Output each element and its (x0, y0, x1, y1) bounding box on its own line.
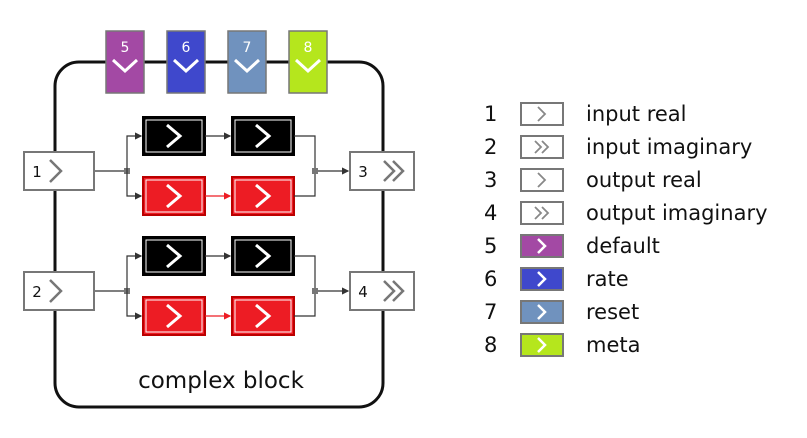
legend-number: 5 (484, 234, 498, 258)
legend-item: 7 reset (484, 297, 639, 327)
upper-black-block-2[interactable] (231, 116, 295, 156)
legend-label: output real (586, 168, 702, 192)
port-number: 1 (32, 163, 42, 181)
control-port-number: 5 (121, 40, 130, 56)
legend-item: 6 rate (484, 264, 629, 294)
chevron-right-icon (537, 106, 547, 122)
legend-number: 1 (484, 102, 498, 126)
chevron-right-icon (166, 123, 183, 149)
legend-item: 2 input imaginary (484, 132, 752, 162)
upper-black-block-1[interactable] (142, 116, 206, 156)
lower-red-block-2[interactable] (231, 296, 295, 336)
legend-label: reset (586, 300, 640, 324)
legend-item: 8 meta (484, 330, 640, 360)
legend-swatch (520, 333, 564, 357)
legend-swatch (520, 234, 564, 258)
legend-label: input real (586, 102, 687, 126)
port-number: 2 (32, 283, 42, 301)
control-port-number: 6 (182, 40, 191, 56)
chevron-right-icon (255, 183, 272, 209)
chevron-right-icon (166, 183, 183, 209)
legend-number: 2 (484, 135, 498, 159)
legend-number: 4 (484, 201, 498, 225)
legend-swatch (520, 267, 564, 291)
complex-block-outline (53, 60, 385, 409)
legend-swatch (520, 102, 564, 126)
lower-black-block-2[interactable] (231, 236, 295, 276)
upper-red-block-1[interactable] (142, 176, 206, 216)
legend-label: default (586, 234, 660, 258)
chevron-right-icon (49, 159, 63, 183)
output-port-3[interactable]: 3 (349, 151, 415, 191)
chevron-down-icon (111, 58, 139, 74)
chevron-right-icon (49, 279, 63, 303)
legend-label: rate (586, 267, 629, 291)
legend-number: 7 (484, 300, 498, 324)
legend-swatch (520, 300, 564, 324)
legend-item: 4 output imaginary (484, 198, 768, 228)
legend-label: output imaginary (586, 201, 768, 225)
legend-item: 5 default (484, 231, 660, 261)
input-port-2[interactable]: 2 (23, 271, 95, 311)
chevron-right-icon (255, 303, 272, 329)
control-port-number: 8 (304, 40, 313, 56)
double-chevron-icon (534, 140, 550, 154)
legend-label: input imaginary (586, 135, 753, 159)
chevron-right-icon (166, 303, 183, 329)
chevron-down-icon (172, 58, 200, 74)
port-number: 3 (358, 163, 368, 181)
legend-label: meta (586, 333, 641, 357)
chevron-right-icon (537, 304, 547, 320)
control-port-number: 7 (243, 40, 252, 56)
legend-number: 8 (484, 333, 498, 357)
chevron-right-icon (166, 243, 183, 269)
output-port-4[interactable]: 4 (349, 271, 415, 311)
block-label: complex block (138, 368, 304, 394)
upper-red-block-2[interactable] (231, 176, 295, 216)
chevron-right-icon (537, 238, 547, 254)
chevron-right-icon (537, 271, 547, 287)
chevron-right-icon (537, 337, 547, 353)
control-port-8[interactable]: 8 (288, 30, 328, 94)
input-port-1[interactable]: 1 (23, 151, 95, 191)
chevron-right-icon (255, 243, 272, 269)
legend-swatch (520, 135, 564, 159)
legend-item: 3 output real (484, 165, 702, 195)
lower-black-block-1[interactable] (142, 236, 206, 276)
legend-swatch (520, 168, 564, 192)
lower-red-block-1[interactable] (142, 296, 206, 336)
double-chevron-icon (383, 280, 396, 302)
chevron-down-icon (294, 58, 322, 74)
legend-item: 1 input real (484, 99, 687, 129)
legend-number: 3 (484, 168, 498, 192)
chevron-right-icon (255, 123, 272, 149)
chevron-right-icon (537, 172, 547, 188)
chevron-down-icon (233, 58, 261, 74)
control-port-6[interactable]: 6 (166, 30, 206, 94)
legend-swatch (520, 201, 564, 225)
port-number: 4 (358, 283, 368, 301)
control-port-5[interactable]: 5 (105, 30, 145, 94)
legend-number: 6 (484, 267, 498, 291)
control-port-7[interactable]: 7 (227, 30, 267, 94)
double-chevron-icon (383, 160, 396, 182)
double-chevron-icon (534, 206, 550, 220)
